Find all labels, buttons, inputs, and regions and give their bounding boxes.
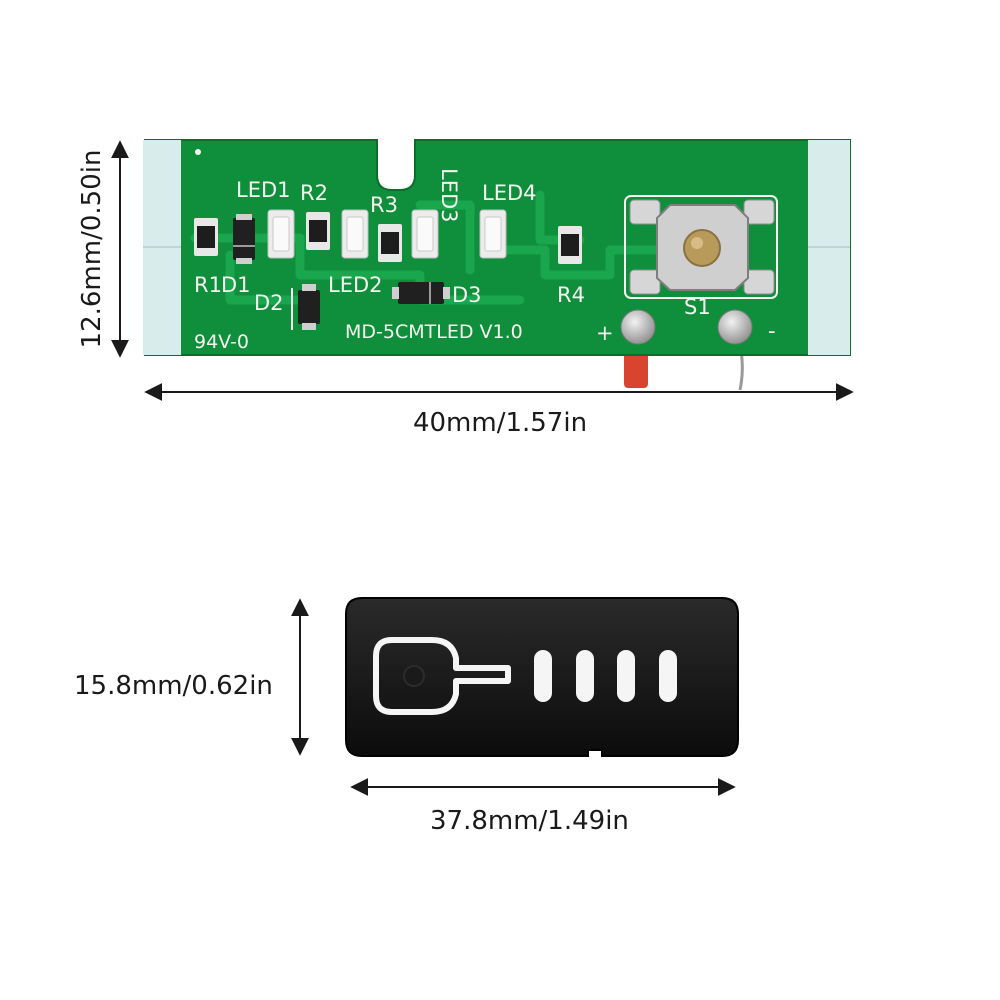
tactile-switch-s1 [629, 199, 775, 295]
diode-d3 [392, 282, 450, 304]
silk-d3: D3 [452, 283, 482, 307]
smd-led-2 [341, 209, 369, 259]
diode-d2 [298, 284, 320, 330]
silk-led1: LED1 [236, 178, 291, 202]
resistor-r2: 472 [306, 212, 330, 250]
silk-d2: D2 [254, 291, 284, 315]
silk-r1: R1 [194, 273, 222, 297]
silk-led3: LED3 [437, 168, 461, 223]
pcb-board: 201 472 102 202 [143, 139, 851, 391]
indicator-slot-1 [534, 650, 552, 702]
button-cap [345, 597, 739, 757]
red-wire [624, 352, 648, 388]
indicator-slot-2 [576, 650, 594, 702]
silk-r4: R4 [557, 283, 585, 307]
silk-r3: R3 [370, 193, 398, 217]
silk-led2: LED2 [328, 273, 383, 297]
solder-pad-minus [717, 309, 753, 345]
silk-minus: - [768, 319, 776, 343]
pcb-height-label: 12.6mm/0.50in [77, 149, 107, 349]
resistor-r2-code: 472 [315, 225, 323, 238]
silk-plus: + [596, 321, 614, 345]
diode-d1 [233, 214, 255, 264]
smd-led-4 [479, 209, 507, 259]
silk-rating: 94V-0 [194, 331, 249, 353]
smd-led-3 [411, 209, 439, 259]
silk-s1: S1 [684, 295, 711, 319]
smd-led-1 [267, 209, 295, 259]
silk-r2: R2 [300, 181, 328, 205]
silk-d1: D1 [221, 273, 251, 297]
cap-width-label: 37.8mm/1.49in [430, 806, 629, 836]
resistor-r4-code: 202 [567, 239, 575, 252]
cap-height-label: 15.8mm/0.62in [74, 671, 273, 701]
indicator-slot-4 [659, 650, 677, 702]
resistor-r3: 102 [378, 224, 402, 262]
solder-pad-plus [620, 309, 656, 345]
silk-model: MD-5CMTLED V1.0 [345, 321, 523, 343]
power-button-dot [403, 665, 425, 687]
power-button-outline [373, 637, 511, 715]
resistor-r1: 201 [194, 218, 218, 256]
pcb-width-label: 40mm/1.57in [412, 408, 588, 438]
silk-led4: LED4 [482, 181, 537, 205]
resistor-r1-code: 201 [203, 231, 211, 244]
indicator-slot-3 [617, 650, 635, 702]
resistor-r3-code: 102 [387, 237, 395, 250]
resistor-r4: 202 [558, 226, 582, 264]
